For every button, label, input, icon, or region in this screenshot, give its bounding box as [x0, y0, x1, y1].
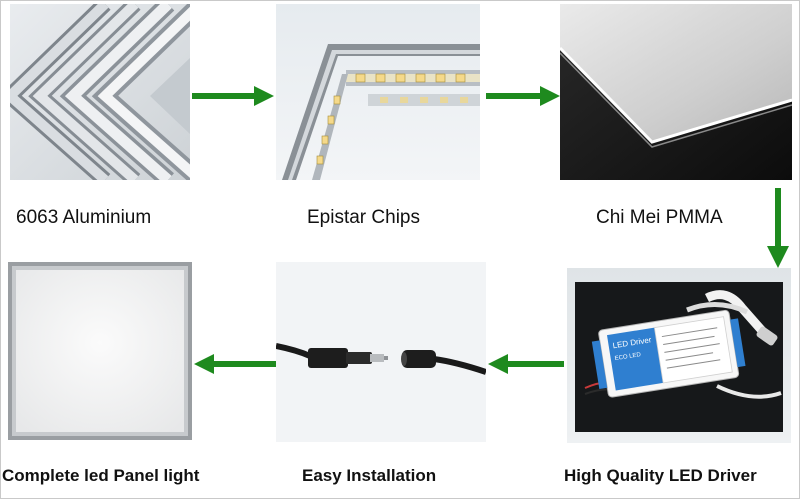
driver-label-line2: ECO LED [614, 352, 642, 362]
left-arrow-icon [488, 354, 564, 374]
left-arrow-icon [194, 354, 276, 374]
right-arrow-icon [486, 86, 560, 106]
panel-light-image [8, 262, 192, 440]
pmma-sheet-image [560, 4, 792, 180]
caption-easy-installation: Easy Installation [302, 466, 437, 485]
down-arrow-icon [767, 188, 789, 268]
caption-panel-light: Complete led Panel light [2, 466, 200, 485]
caption-epistar-chips: Epistar Chips [307, 207, 420, 228]
led-driver-image: LED Driver ECO LED [567, 268, 791, 443]
caption-led-driver: High Quality LED Driver [564, 466, 757, 485]
caption-pmma: Chi Mei PMMA [596, 207, 723, 228]
epistar-chips-image [276, 4, 480, 180]
caption-aluminium: 6063 Aluminium [16, 207, 152, 228]
right-arrow-icon [192, 86, 274, 106]
connector-image [276, 262, 486, 442]
aluminium-frame-image [10, 4, 190, 180]
